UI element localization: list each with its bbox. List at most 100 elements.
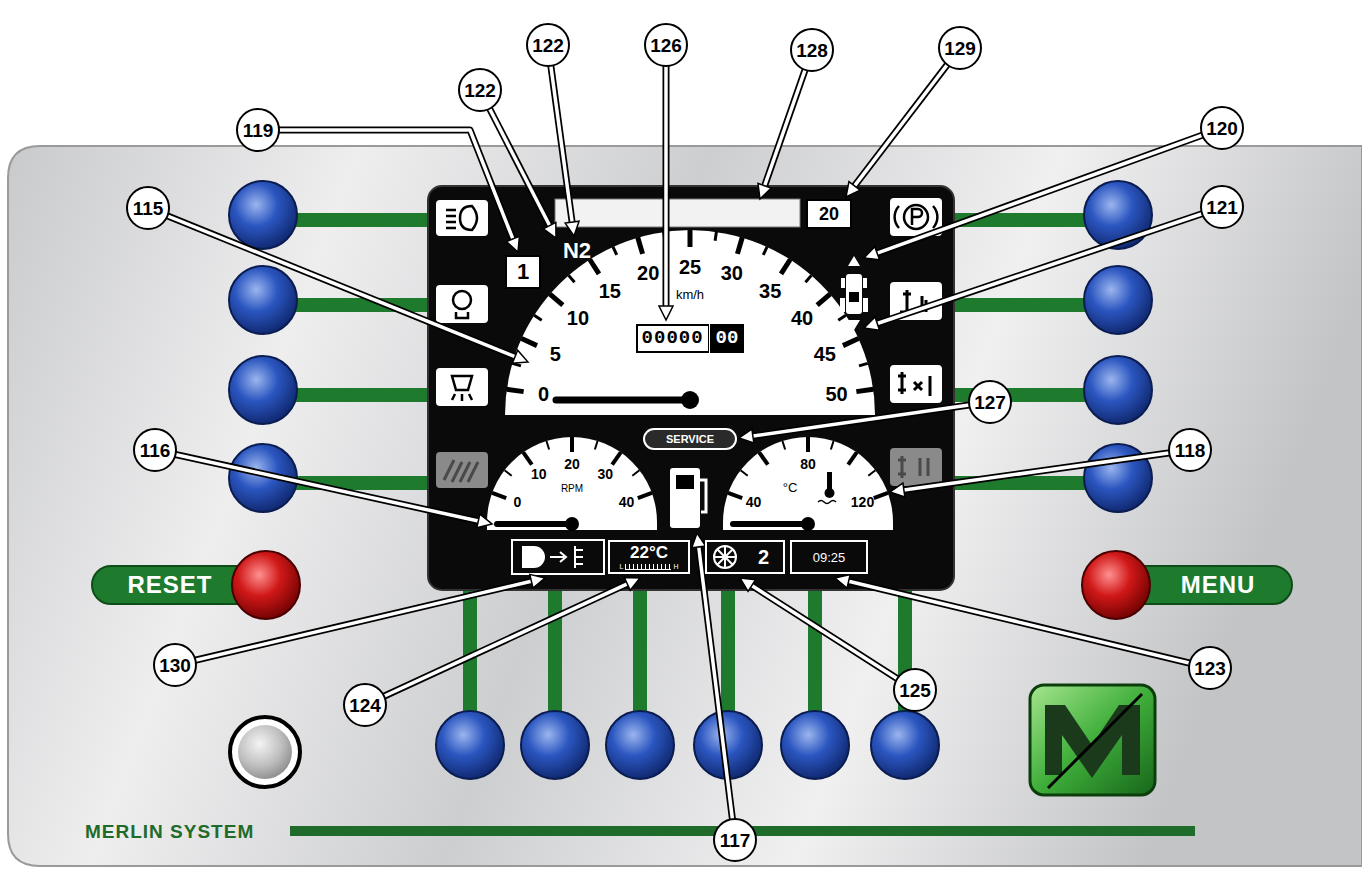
speed-scale-number: 5	[550, 344, 561, 364]
gauge-tick	[874, 493, 888, 498]
leader-line	[548, 45, 572, 222]
status-icons	[512, 540, 604, 574]
right-icons	[898, 372, 930, 396]
gauge-tick	[595, 441, 598, 450]
display-screen	[555, 199, 800, 227]
brand-logo	[1030, 685, 1155, 795]
gauge-tick	[550, 294, 563, 305]
green-bars	[808, 585, 822, 715]
tractor-icon	[846, 274, 862, 314]
brand-logo	[1030, 685, 1155, 795]
callout-number: 117	[713, 818, 757, 862]
gauge-tick	[632, 470, 639, 475]
leader-line	[365, 584, 627, 705]
speed-unit: km/h	[676, 288, 704, 301]
leader-arrowhead	[739, 429, 754, 443]
right-icons	[898, 456, 928, 478]
gauge-tick	[638, 238, 643, 254]
callout-number: 119	[236, 108, 280, 152]
node-text: 20	[819, 205, 839, 223]
outside-temperature-box: 22°CLH	[608, 540, 690, 574]
node-text: 00	[710, 324, 745, 353]
leader-line	[855, 48, 960, 186]
rpm-scale-number: 0	[514, 495, 522, 509]
leader-arrowhead	[477, 514, 492, 528]
gauge-tick	[590, 259, 599, 273]
gauge-tick	[570, 437, 574, 452]
speedometer	[556, 397, 690, 404]
left-icons	[436, 368, 488, 406]
blue-buttons	[229, 266, 297, 334]
leader-line	[699, 547, 735, 840]
blue-buttons	[436, 711, 504, 779]
speed-scale-number: 40	[791, 308, 813, 328]
rpm-gauge	[497, 521, 572, 527]
green-bars	[946, 388, 1086, 402]
gauge-tick	[741, 470, 748, 475]
odometer: 0000000	[612, 322, 768, 354]
leader-line	[877, 128, 1222, 253]
callout-number: 128	[790, 28, 834, 72]
left-icons	[452, 376, 472, 401]
leader-line	[855, 48, 960, 186]
green-bars	[548, 585, 562, 715]
gauge-tick	[492, 493, 506, 498]
tractor-icon	[863, 298, 868, 312]
tractor-icon	[848, 256, 860, 266]
left-icons	[446, 206, 477, 230]
callout-number: 116	[133, 428, 177, 472]
right-icons	[890, 448, 942, 486]
fan-speed-box: 2	[705, 540, 785, 574]
gauge-tick	[782, 441, 785, 450]
leader-line	[752, 586, 915, 690]
blue-buttons	[229, 356, 297, 424]
callout-number: 130	[153, 643, 197, 687]
gauge-tick	[868, 470, 875, 475]
rpm-gauge	[487, 437, 657, 531]
node-text: 09:25	[813, 551, 846, 564]
fuel-pump-icon	[700, 480, 706, 512]
leader-line	[699, 547, 735, 840]
leader-line	[664, 45, 668, 306]
blue-buttons	[781, 711, 849, 779]
speed-scale-number: 30	[721, 263, 743, 283]
gauge-tick	[848, 452, 857, 464]
gauge-tick	[523, 452, 532, 464]
leader-line	[480, 90, 550, 226]
rpm-scale-number: 40	[619, 495, 635, 509]
node-text: SERVICE	[666, 434, 714, 445]
rpm-scale-number: 20	[564, 457, 580, 471]
speedometer	[681, 391, 699, 409]
blue-buttons	[1084, 356, 1152, 424]
leader-line	[877, 128, 1222, 253]
leader-line	[258, 130, 513, 239]
fuel-pump-icon	[670, 468, 700, 528]
green-bars	[946, 298, 1086, 312]
leader-arrowhead	[530, 574, 545, 588]
green-bars	[296, 213, 436, 227]
gauge-tick	[737, 238, 742, 254]
grey-button	[230, 717, 300, 787]
button-label: MENU	[1148, 566, 1288, 604]
leader-arrowhead	[624, 578, 640, 591]
gauge-tick	[613, 247, 617, 255]
tractor-icon	[840, 298, 845, 312]
leader-line	[904, 450, 1190, 490]
rpm-gauge	[565, 517, 579, 531]
blue-buttons	[229, 181, 1152, 779]
clock-box: 09:25	[790, 540, 868, 574]
callout-number: 124	[343, 683, 387, 727]
speed-scale-number: 10	[567, 308, 589, 328]
leader-line	[148, 208, 515, 357]
green-bars	[721, 585, 735, 715]
tractor-icon	[849, 292, 859, 302]
callout-number: 122	[458, 68, 502, 112]
temperature-gauge	[723, 437, 893, 530]
gauge-tick	[638, 493, 652, 498]
leader-arrowhead	[758, 183, 771, 199]
gauge-tick	[728, 493, 742, 498]
leader-line	[753, 402, 990, 436]
temperature-scale-bar	[625, 564, 671, 570]
gauge-ticks	[492, 230, 888, 498]
